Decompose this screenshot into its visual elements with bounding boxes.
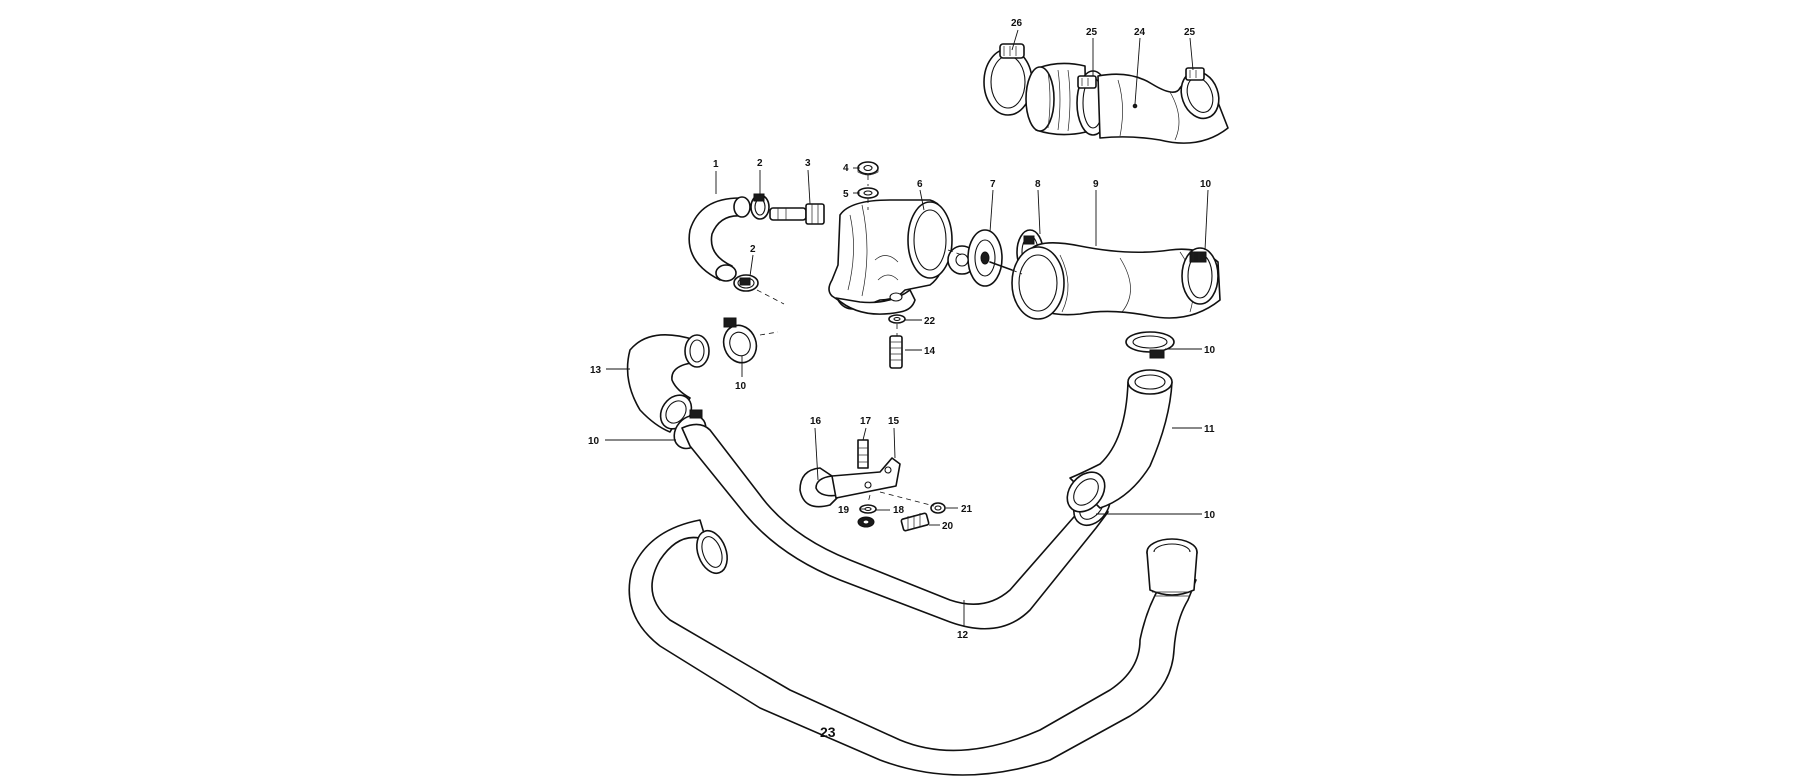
hose-clamp-26 [983, 43, 1033, 116]
upper-radiator-hose-9 [1011, 242, 1221, 320]
callout-12: 12 [957, 630, 969, 641]
long-hose-12 [681, 423, 1111, 630]
callout-7: 7 [990, 179, 996, 190]
hose-clamp-2-lower [733, 274, 759, 292]
washer-5 [857, 187, 879, 199]
callout-24: 24 [1134, 27, 1146, 38]
callout-20: 20 [942, 521, 954, 532]
callout-13: 13 [590, 365, 602, 376]
callout-25-right: 25 [1184, 27, 1196, 38]
callout-11: 11 [1204, 424, 1215, 435]
bolt-17 [857, 439, 869, 469]
hose-clamp-25-right [1180, 67, 1220, 120]
callout-6: 6 [917, 179, 923, 190]
leader-lines [605, 29, 1209, 626]
washer-22 [888, 314, 906, 324]
callout-10-left-upper: 10 [735, 381, 747, 392]
callout-9: 9 [1093, 179, 1099, 190]
washer-21 [930, 502, 946, 514]
callout-5: 5 [843, 189, 849, 200]
callout-19: 19 [838, 505, 850, 516]
thermostat-housing-6 [828, 199, 953, 315]
hose-clamp-10-top-right [1181, 247, 1219, 305]
stud-14 [889, 335, 903, 369]
callout-labels: 26 25 24 25 1 2 3 4 5 6 7 8 9 10 2 22 14… [588, 18, 1216, 740]
callout-10-top-right: 10 [1200, 179, 1212, 190]
callout-16: 16 [810, 416, 822, 427]
callout-14: 14 [924, 346, 936, 357]
bypass-hose-1 [688, 196, 751, 282]
hose-clamp-2-upper [750, 193, 770, 220]
callout-15: 15 [888, 416, 900, 427]
callout-22: 22 [924, 316, 936, 327]
assembly-lines [756, 175, 1023, 507]
washer-19 [859, 504, 877, 514]
elbow-hose-13 [626, 334, 710, 433]
callout-21: 21 [961, 504, 973, 515]
callout-23: 23 [820, 724, 836, 740]
callout-4: 4 [843, 163, 849, 174]
callout-10-left-lower: 10 [588, 436, 600, 447]
callout-18: 18 [893, 505, 905, 516]
callout-10-bottom-right: 10 [1204, 510, 1216, 521]
nut-18 [857, 516, 875, 528]
callout-2-upper: 2 [757, 158, 763, 169]
hose-nipple-3 [769, 203, 825, 225]
hose-clamp-10-left-upper [722, 317, 758, 364]
bolt-20 [900, 512, 930, 532]
elbow-hose-11 [1066, 369, 1173, 513]
thermostat-7 [947, 229, 1013, 287]
callout-10-right-mid: 10 [1204, 345, 1216, 356]
callout-2-lower: 2 [750, 244, 756, 255]
callout-26: 26 [1011, 18, 1023, 29]
nut-4 [857, 161, 879, 176]
hose-clamp-10-right-mid [1125, 331, 1175, 359]
callout-17: 17 [860, 416, 872, 427]
callout-8: 8 [1035, 179, 1041, 190]
callout-1: 1 [713, 159, 719, 170]
callout-3: 3 [805, 158, 811, 169]
coupling-sleeve [1025, 62, 1087, 136]
lower-hose-23 [628, 519, 1198, 776]
top-hose-assembly [983, 43, 1229, 144]
bracket-15 [831, 457, 901, 499]
callout-25-left: 25 [1086, 27, 1098, 38]
